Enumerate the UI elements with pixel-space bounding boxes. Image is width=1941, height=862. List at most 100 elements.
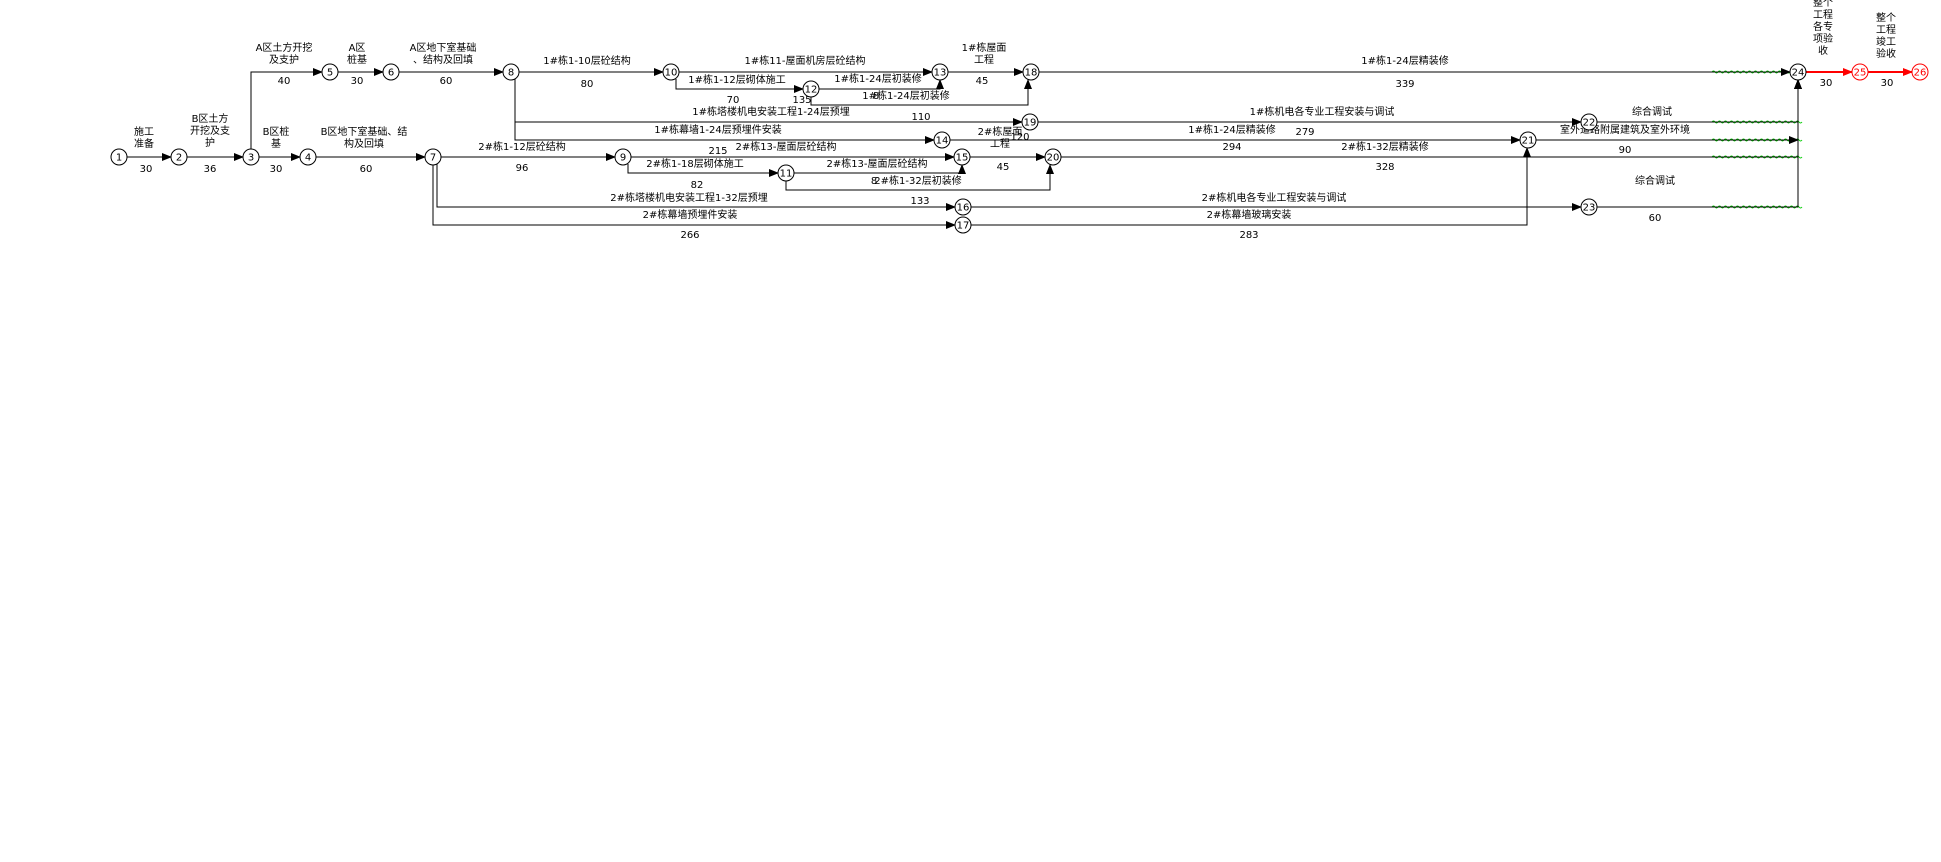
activity-duration: 45: [997, 162, 1010, 173]
node-circle: [954, 198, 972, 216]
activity-name: 施工准备: [134, 125, 154, 150]
activity-name: 1#栋屋面工程: [962, 41, 1007, 66]
event-node: 23: [1580, 198, 1598, 216]
node-number: 22: [1583, 118, 1596, 129]
activity-duration: 294: [1222, 142, 1241, 153]
activity-arrow: [971, 147, 1531, 226]
node-circle: [662, 63, 680, 81]
event-node: 24: [1789, 63, 1807, 81]
activity-name: 2#栋1-32层精装修: [1341, 140, 1428, 153]
event-node: 22: [1580, 113, 1598, 131]
activity-name: 2#栋13-屋面层砼结构: [826, 157, 927, 170]
activity-name: 2#栋机电各专业工程安装与调试: [1202, 191, 1347, 204]
event-node: 13: [931, 63, 949, 81]
node-number: 7: [430, 153, 436, 164]
node-circle: [110, 148, 128, 166]
activity-name: B区地下室基础、结构及回填: [321, 125, 408, 150]
node-circle: [1519, 131, 1537, 149]
node-number: 26: [1914, 68, 1927, 79]
node-circle: [1580, 198, 1598, 216]
event-node: 26: [1911, 63, 1929, 81]
node-number: 17: [957, 221, 970, 232]
node-circle: [424, 148, 442, 166]
node-circle: [1044, 148, 1062, 166]
node-number: 25: [1854, 68, 1867, 79]
activity-duration: 80: [581, 79, 594, 90]
activity-duration: 96: [516, 163, 529, 174]
activity-duration: 110: [911, 112, 930, 123]
activity-name: 1#栋1-12层砌体施工: [688, 73, 785, 86]
event-node: 12: [802, 80, 820, 98]
activity-name: 1#栋1-24层精装修: [1361, 54, 1448, 67]
node-number: 16: [957, 203, 970, 214]
activity-name: 综合调试: [1635, 174, 1675, 187]
activity-duration: 30: [1881, 78, 1894, 89]
event-node: 5: [321, 63, 339, 81]
node-number: 5: [327, 68, 333, 79]
event-node: 17: [954, 216, 972, 234]
activity-name: A区桩基: [347, 42, 367, 66]
activity-duration: 30: [270, 164, 283, 175]
event-node: 19: [1021, 113, 1039, 131]
node-circle: [953, 148, 971, 166]
event-node: 25: [1851, 63, 1869, 81]
activity-arrow: [675, 79, 804, 93]
overlap-number: 8: [871, 176, 877, 187]
node-circle: [802, 80, 820, 98]
event-node: 3: [242, 148, 260, 166]
node-number: 6: [388, 68, 394, 79]
activity-arrow: [432, 165, 956, 229]
activity-name: 2#栋13-屋面层砼结构: [735, 140, 836, 153]
node-circle: [1911, 63, 1929, 81]
activity-name: A区地下室基础、结构及回填: [410, 41, 477, 66]
node-number: 9: [620, 153, 626, 164]
activity-name: 1#栋1-24层精装修: [1188, 123, 1275, 136]
node-number: 23: [1583, 203, 1596, 214]
activity-duration: 133: [910, 196, 929, 207]
node-number: 11: [780, 169, 793, 180]
node-circle: [1851, 63, 1869, 81]
activity-duration: 70: [727, 95, 740, 106]
overlap-number: 120: [1010, 132, 1029, 143]
node-circle: [242, 148, 260, 166]
node-circle: [933, 131, 951, 149]
event-node: 15: [953, 148, 971, 166]
activity-arrow: [1597, 79, 1802, 123]
activity-name: 室外道路附属建筑及室外环境: [1560, 123, 1690, 136]
activity-name: B区桩基: [263, 125, 290, 150]
activity-arrow: [1061, 79, 1802, 158]
node-circle: [382, 63, 400, 81]
activity-name: 2#栋幕墙玻璃安装: [1207, 208, 1292, 221]
activity-name: 整个工程各专项验收: [1813, 0, 1833, 57]
activity-arrow: [810, 79, 1032, 106]
event-node: 4: [299, 148, 317, 166]
activity-duration: 215: [708, 146, 727, 157]
activity-name: 2#栋幕墙预埋件安装: [643, 208, 738, 221]
overlap-number: 135: [792, 95, 811, 106]
activity-duration: 30: [351, 76, 364, 87]
activity-duration: 30: [1820, 78, 1833, 89]
node-circle: [777, 164, 795, 182]
activity-name: B区土方开挖及支护: [190, 112, 230, 149]
event-node: 7: [424, 148, 442, 166]
event-node: 11: [777, 164, 795, 182]
activity-name: 2#栋1-12层砼结构: [478, 140, 565, 153]
activity-duration: 283: [1239, 230, 1258, 241]
activity-labels: 施工准备30B区土方开挖及支护36A区土方开挖及支护40A区桩基30A区地下室基…: [134, 0, 1896, 241]
activity-arrows: [127, 68, 1913, 229]
event-node: 2: [170, 148, 188, 166]
activity-name: 2#栋1-32层初装修: [874, 174, 961, 187]
event-node: 1: [110, 148, 128, 166]
activity-name: 综合调试: [1632, 105, 1672, 118]
node-circle: [502, 63, 520, 81]
node-number: 1: [116, 153, 122, 164]
node-number: 12: [805, 85, 818, 96]
node-circle: [954, 216, 972, 234]
node-circle: [299, 148, 317, 166]
activity-name: 2#栋1-18层砌体施工: [646, 157, 743, 170]
activity-arrow: [436, 164, 956, 211]
overlap-number: 8: [873, 91, 879, 102]
node-number: 18: [1025, 68, 1038, 79]
event-node: 20: [1044, 148, 1062, 166]
